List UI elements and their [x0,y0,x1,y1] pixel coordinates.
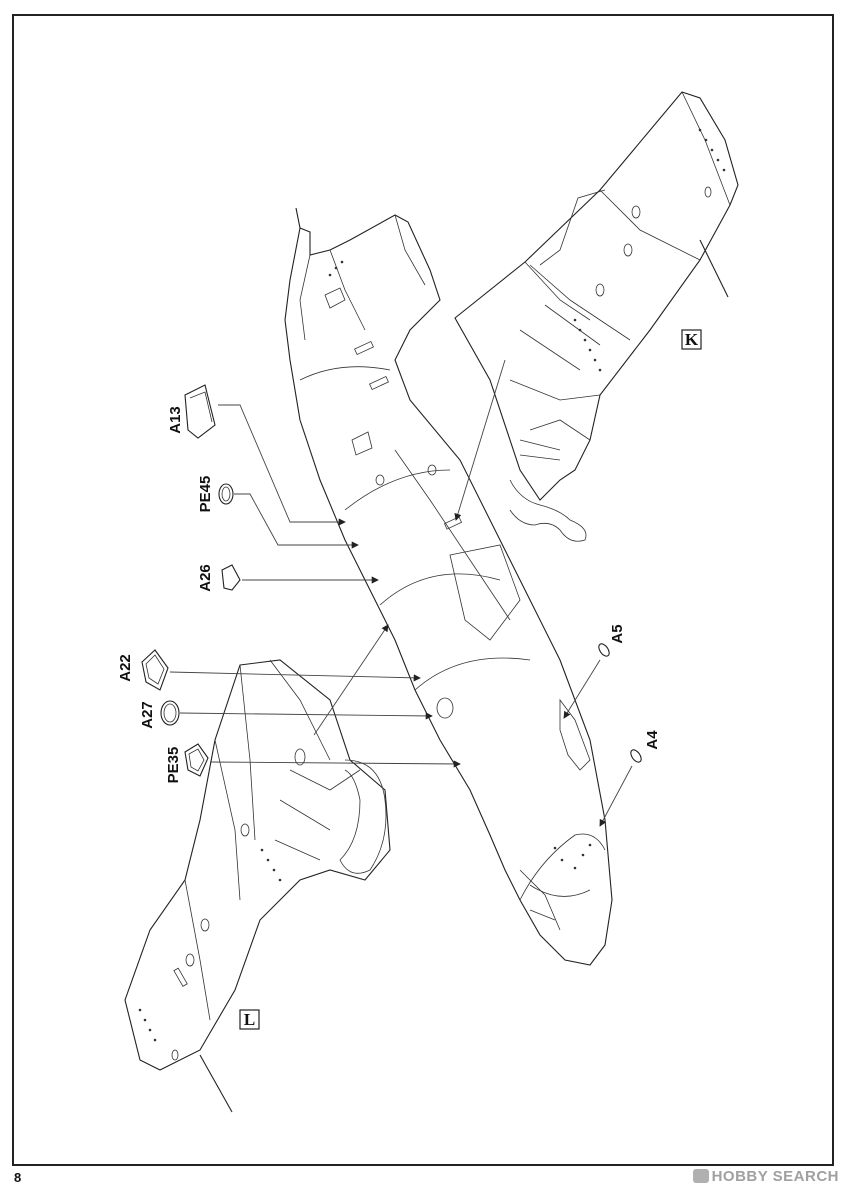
right-wing [454,91,739,542]
callout-label-a13: A13 [167,406,184,434]
callout-label-a27: A27 [139,701,156,729]
section-marker-l: L [239,1009,260,1030]
watermark: HOBBY SEARCH [692,1168,839,1185]
section-marker-l-label: L [244,1010,255,1029]
part-a13-thumb [184,384,216,439]
callout-label-a22: A22 [117,654,134,682]
page-frame [12,14,834,1166]
callout-label-pe35: PE35 [165,747,182,784]
fuselage [284,207,613,966]
callout-label-pe45: PE45 [197,476,214,513]
part-pe45-thumb [218,483,234,505]
part-a26-thumb [221,564,241,591]
hobby-search-logo-icon [692,1169,709,1183]
part-pe35-thumb [184,743,209,777]
section-marker-k-label: K [685,330,699,349]
part-a4-thumb [630,749,642,763]
part-a5-thumb [598,643,610,657]
watermark-text: HOBBY SEARCH [711,1168,839,1185]
section-marker-k: K [681,329,702,350]
part-a22-thumb [141,649,169,691]
part-a27-thumb [160,700,180,726]
callout-label-a5: A5 [609,624,626,643]
left-wing [124,659,391,1113]
leader-lines [169,359,633,827]
callout-label-a26: A26 [197,564,214,592]
callout-label-a4: A4 [644,730,661,750]
page-number: 8 [14,1170,22,1185]
